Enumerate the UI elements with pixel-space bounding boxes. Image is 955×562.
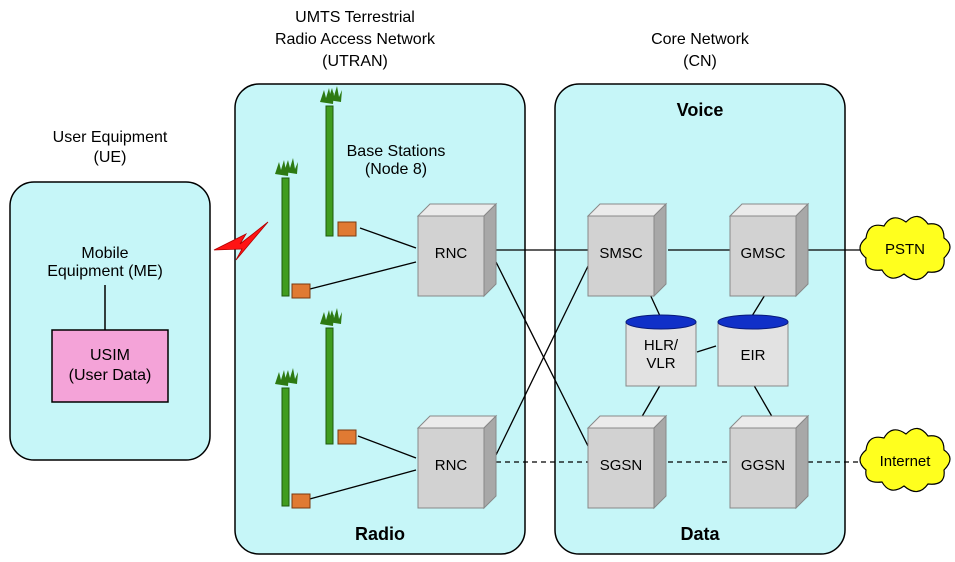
me-label-line2: Equipment (ME)	[47, 263, 163, 280]
internet-cloud-icon	[859, 427, 951, 493]
smsc-node	[586, 202, 668, 298]
ggsn-node	[728, 414, 810, 510]
rnc-bottom-label: RNC	[434, 457, 468, 474]
rnc-top-label: RNC	[434, 245, 468, 262]
cn-title-line1: Core Network	[651, 31, 749, 48]
ggsn-label: GGSN	[740, 457, 786, 474]
pstn-label: PSTN	[884, 241, 925, 258]
base-stations-label-line2: (Node 8)	[364, 161, 428, 178]
utran-title-line1: UMTS Terrestrial	[295, 9, 415, 26]
ue-title-line2: (UE)	[93, 149, 127, 166]
eir-database	[717, 314, 789, 387]
ue-panel	[9, 181, 211, 461]
rnc-top-node	[416, 202, 498, 298]
utran-footer-label: Radio	[354, 524, 405, 544]
me-label-line1: Mobile	[81, 245, 129, 262]
usim-label-line2: (User Data)	[68, 367, 152, 384]
links	[305, 227, 862, 501]
utran-title-line2: Radio Access Network	[274, 31, 436, 48]
cn-voice-label: Voice	[676, 100, 724, 120]
tower-icon	[275, 368, 311, 509]
base-stations-label-line1: Base Stations	[346, 143, 446, 160]
ue-title-line1: User Equipment	[52, 129, 168, 146]
pstn-cloud-icon	[859, 215, 951, 281]
cn-data-label: Data	[680, 524, 720, 544]
cn-title-line2: (CN)	[683, 53, 717, 70]
utran-title-line3: (UTRAN)	[322, 53, 388, 70]
tower-icon	[320, 308, 357, 445]
tower-icon	[275, 158, 311, 299]
hlr-vlr-label-line1: HLR/	[643, 337, 679, 354]
sgsn-label: SGSN	[599, 457, 643, 474]
hlr-vlr-database	[625, 314, 697, 387]
internet-label: Internet	[879, 453, 931, 470]
tower-icon	[320, 86, 357, 237]
radio-link-lightning-icon	[213, 221, 269, 261]
hlr-vlr-label-line2: VLR	[646, 355, 676, 372]
sgsn-node	[586, 414, 668, 510]
gmsc-node	[728, 202, 810, 298]
usim-label-line1: USIM	[90, 347, 130, 364]
gmsc-label: GMSC	[740, 245, 786, 262]
usim-box	[51, 329, 169, 403]
smsc-label: SMSC	[599, 245, 643, 262]
eir-label: EIR	[740, 347, 766, 364]
rnc-bottom-node	[416, 414, 498, 510]
